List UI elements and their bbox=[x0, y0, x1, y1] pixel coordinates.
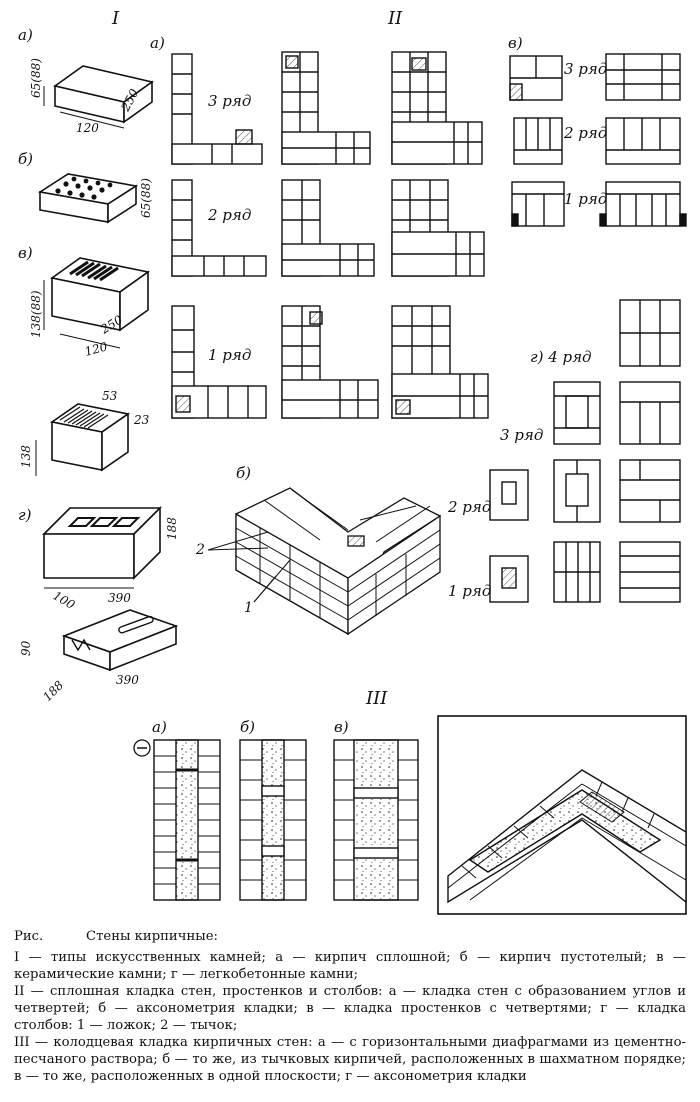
caption-line-II: II — сплошная кладка стен, простенков и … bbox=[14, 984, 687, 1033]
part1-g-dim-width: 100 bbox=[51, 588, 78, 612]
part2-v-row3-label: 3 ряд bbox=[564, 60, 607, 78]
part2-v-row2-label: 2 ряд bbox=[563, 124, 607, 142]
well-masonry-a bbox=[153, 739, 221, 901]
figure-caption: Рис. Стены кирпичные: I — типы искусствен… bbox=[14, 928, 686, 1085]
pier-row2-right bbox=[605, 117, 681, 165]
part1-g-label: г) bbox=[18, 506, 32, 524]
corner-layout-row3-col3 bbox=[391, 51, 483, 165]
column-row3-small bbox=[553, 381, 601, 445]
corner-layout-row1-col2 bbox=[281, 305, 379, 419]
part1-a-dim-width: 120 bbox=[76, 121, 99, 135]
part2-g-row1-label: 1 ряд bbox=[448, 582, 491, 600]
masonry-axonometry-drawing bbox=[235, 487, 442, 636]
part1-g2-dim-height: 90 bbox=[19, 640, 33, 656]
column-row1-large bbox=[619, 541, 681, 603]
pier-row1-right bbox=[599, 181, 687, 227]
corner-layout-row3-col2 bbox=[281, 51, 371, 165]
part1-g-dim-length: 390 bbox=[108, 591, 131, 605]
part1-b-label: б) bbox=[18, 150, 33, 168]
part2-a-row1-label: 1 ряд bbox=[208, 346, 251, 364]
part1-v-dim-height: 138(88) bbox=[29, 290, 43, 338]
part2-a-row2-label: 2 ряд bbox=[207, 206, 251, 224]
part2-b-callout-1: 1 bbox=[244, 600, 253, 616]
part1-b-dim-height: 65(88) bbox=[139, 178, 153, 218]
section-II-header: II bbox=[387, 8, 403, 29]
part3-v-label: в) bbox=[334, 718, 349, 736]
part2-a-label: а) bbox=[150, 34, 165, 52]
part1-g2-dim-length: 390 bbox=[116, 673, 139, 687]
part3-a-label: а) bbox=[152, 718, 167, 736]
part2-g-row3-label: 3 ряд bbox=[500, 426, 543, 444]
part1-v2-dim-height: 138 bbox=[19, 445, 33, 468]
corner-layout-row1-col3 bbox=[391, 305, 489, 419]
part3-b-label: б) bbox=[240, 718, 255, 736]
pier-row2-left bbox=[513, 117, 563, 165]
caption-label: Рис. bbox=[14, 929, 44, 944]
column-row2-xsmall bbox=[489, 469, 529, 521]
part2-a-row3-label: 3 ряд bbox=[208, 92, 251, 110]
hollow-brick-drawing bbox=[37, 173, 139, 224]
caption-title: Стены кирпичные: bbox=[86, 929, 218, 944]
pier-row3-right bbox=[605, 53, 681, 101]
corner-layout-row2-col1 bbox=[171, 179, 267, 277]
part2-g-row2-label: 2 ряд bbox=[447, 498, 491, 516]
part1-v2-dim-b: 23 bbox=[133, 413, 150, 427]
part2-g-label: г) 4 ряд bbox=[530, 348, 592, 366]
part2-v-row1-label: 1 ряд bbox=[564, 190, 607, 208]
part1-a-dim-height: 65(88) bbox=[29, 58, 43, 98]
well-masonry-axonometry bbox=[437, 715, 687, 915]
column-row3-large bbox=[619, 381, 681, 445]
section-I-header: I bbox=[111, 8, 120, 29]
column-row4-grid bbox=[619, 299, 681, 367]
part1-g-dim-height: 188 bbox=[165, 517, 179, 540]
column-row2-small bbox=[553, 459, 601, 523]
well-masonry-v bbox=[333, 739, 419, 901]
corner-layout-row1-col1 bbox=[171, 305, 267, 419]
ceramic-stone-slotted-drawing bbox=[49, 403, 131, 472]
corner-layout-row3-col1 bbox=[171, 53, 263, 165]
caption-head: Рис. Стены кирпичные: bbox=[14, 928, 686, 945]
solid-brick-drawing bbox=[53, 65, 154, 124]
part1-v-label: в) bbox=[18, 244, 33, 262]
caption-line-I: I — типы искусственных камней; а — кирпи… bbox=[14, 950, 686, 982]
section-III-header: III bbox=[365, 688, 388, 709]
part1-g2-dim-width: 188 bbox=[40, 678, 66, 704]
part1-a-label: а) bbox=[18, 26, 33, 44]
part2-b-label: б) bbox=[236, 464, 251, 482]
caption-line-III: III — колодцевая кладка кирпичных стен: … bbox=[14, 1035, 686, 1084]
corner-layout-row2-col3 bbox=[391, 179, 485, 277]
part1-v2-dim-a: 53 bbox=[102, 389, 118, 403]
brick-walls-figure: I II III а) 65(88) 250 120 б) 65(88) bbox=[18, 8, 687, 915]
concrete-stone-drawing bbox=[42, 506, 162, 580]
part2-v-label: в) bbox=[508, 34, 523, 52]
column-row1-small bbox=[553, 541, 601, 603]
column-row2-large bbox=[619, 459, 681, 523]
pier-row3-left bbox=[509, 55, 563, 101]
corner-layout-row2-col2 bbox=[281, 179, 375, 277]
pier-row1-left bbox=[511, 181, 565, 227]
column-row1-xsmall bbox=[489, 555, 529, 603]
part2-b-callout-2: 2 bbox=[195, 542, 205, 558]
concrete-halfblock-drawing bbox=[61, 609, 179, 672]
ceramic-stone-drawing bbox=[50, 257, 150, 332]
well-masonry-b bbox=[239, 739, 307, 901]
